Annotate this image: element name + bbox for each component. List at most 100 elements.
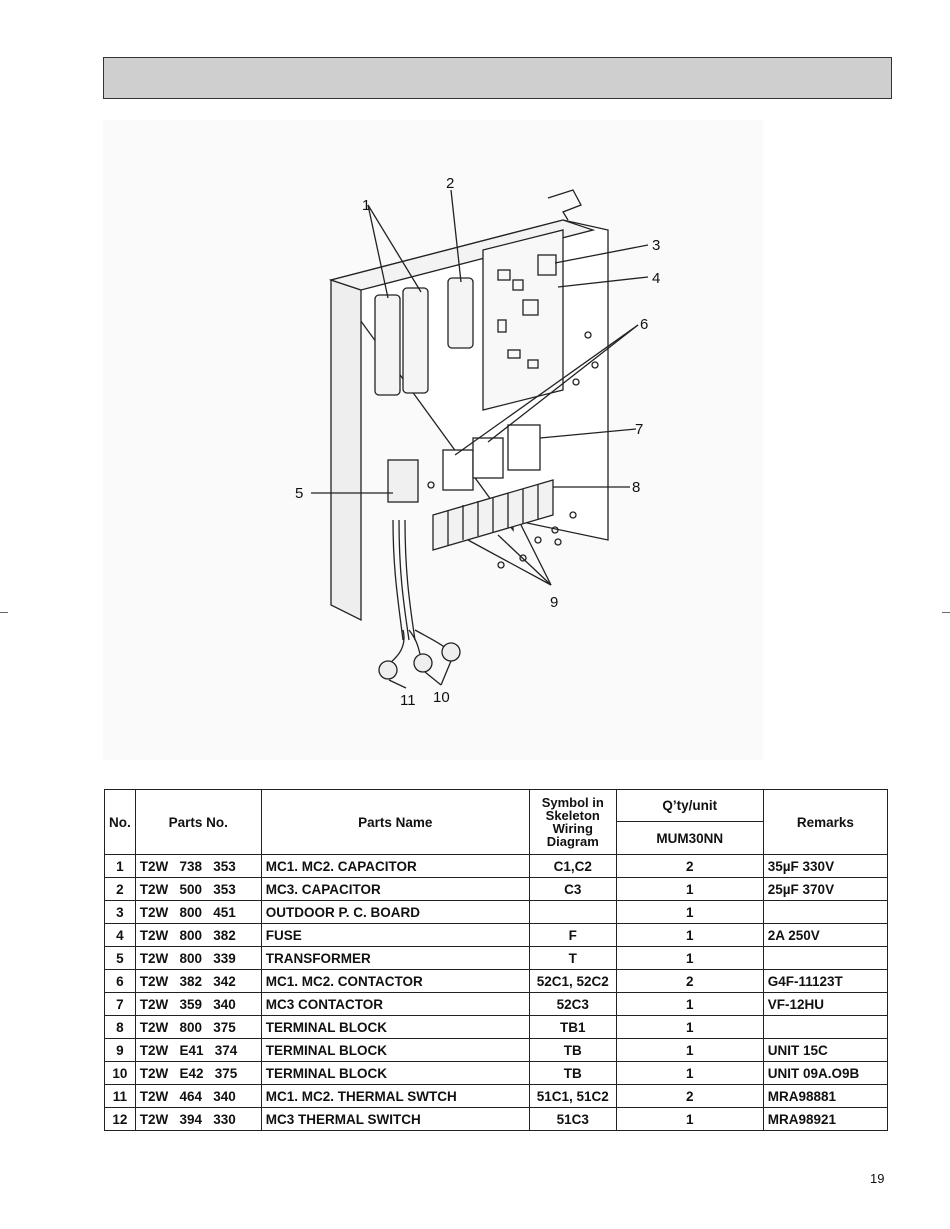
cell-qty: 1 (615, 1107, 764, 1131)
cell-parts-name: OUTDOOR P. C. BOARD (260, 900, 530, 924)
cell-symbol: 52C1, 52C2 (528, 969, 617, 993)
header-qty: Q’ty/unit (615, 789, 764, 822)
cell-parts-no: T2W 359 340 (134, 992, 262, 1016)
callout-7: 7 (635, 421, 643, 438)
exploded-parts-diagram: 1 2 3 4 5 6 7 8 9 10 11 (103, 120, 763, 760)
cell-remarks: 35µF 330V (762, 854, 889, 878)
cell-remarks: UNIT 09A.O9B (762, 1061, 889, 1085)
cell-qty: 2 (615, 854, 764, 878)
cell-symbol: C3 (528, 877, 617, 901)
cell-remarks: UNIT 15C (762, 1038, 889, 1062)
cell-parts-no: T2W E42 375 (134, 1061, 262, 1085)
cell-symbol: TB (528, 1038, 617, 1062)
cell-symbol: F (528, 923, 617, 947)
header-parts-no: Parts No. (134, 789, 262, 855)
cell-parts-name: TRANSFORMER (260, 946, 530, 970)
cell-parts-no: T2W 800 451 (134, 900, 262, 924)
cell-parts-name: TERMINAL BLOCK (260, 1038, 530, 1062)
callout-10: 10 (433, 689, 450, 706)
cell-symbol: TB (528, 1061, 617, 1085)
cell-no: 11 (104, 1084, 136, 1108)
callout-5: 5 (295, 485, 303, 502)
cell-remarks (762, 946, 889, 970)
callout-3: 3 (652, 237, 660, 254)
cell-parts-no: T2W 382 342 (134, 969, 262, 993)
callout-1: 1 (362, 197, 370, 214)
cell-parts-no: T2W 800 382 (134, 923, 262, 947)
cell-parts-name: MC1. MC2. CONTACTOR (260, 969, 530, 993)
cell-parts-name: TERMINAL BLOCK (260, 1061, 530, 1085)
header-symbol-line2: Skeleton (545, 808, 600, 823)
cell-parts-no: T2W 500 353 (134, 877, 262, 901)
cell-no: 1 (104, 854, 136, 878)
cell-symbol: C1,C2 (528, 854, 617, 878)
cell-symbol (528, 900, 617, 924)
cell-qty: 1 (615, 923, 764, 947)
cell-symbol: 51C3 (528, 1107, 617, 1131)
cell-remarks: MRA98921 (762, 1107, 889, 1131)
header-symbol-line3: Wiring (552, 821, 593, 836)
cell-parts-no: T2W 800 339 (134, 946, 262, 970)
header-model: MUM30NN (615, 821, 764, 855)
cell-qty: 2 (615, 969, 764, 993)
cell-remarks: 2A 250V (762, 923, 889, 947)
cell-symbol: 52C3 (528, 992, 617, 1016)
cell-remarks (762, 900, 889, 924)
section-header-bar (103, 57, 892, 99)
cell-no: 7 (104, 992, 136, 1016)
cell-remarks: G4F-11123T (762, 969, 889, 993)
left-margin-mark (0, 612, 8, 613)
cell-no: 3 (104, 900, 136, 924)
cell-parts-no: T2W E41 374 (134, 1038, 262, 1062)
cell-qty: 1 (615, 946, 764, 970)
cell-qty: 1 (615, 1015, 764, 1039)
callout-11: 11 (400, 692, 416, 709)
header-symbol-line1: Symbol in (541, 795, 604, 810)
parts-table: No. Parts No. Parts Name Symbol in Skele… (104, 789, 889, 1131)
callout-6: 6 (640, 316, 648, 333)
cell-parts-no: T2W 738 353 (134, 854, 262, 878)
header-symbol-line4: Diagram (546, 834, 599, 849)
cell-no: 5 (104, 946, 136, 970)
cell-parts-no: T2W 800 375 (134, 1015, 262, 1039)
cell-no: 8 (104, 1015, 136, 1039)
header-parts-name: Parts Name (260, 789, 530, 855)
callout-4: 4 (652, 270, 660, 287)
control-box-illustration: 1 2 3 4 5 6 7 8 9 10 11 (295, 175, 660, 709)
cell-parts-name: MC1. MC2. THERMAL SWTCH (260, 1084, 530, 1108)
header-symbol: Symbol in Skeleton Wiring Diagram (528, 789, 617, 855)
cell-no: 12 (104, 1107, 136, 1131)
right-margin-mark (942, 612, 950, 613)
cell-parts-no: T2W 394 330 (134, 1107, 262, 1131)
callout-8: 8 (632, 479, 640, 496)
cell-remarks: VF-12HU (762, 992, 889, 1016)
cell-symbol: T (528, 946, 617, 970)
cell-qty: 1 (615, 900, 764, 924)
cell-remarks: MRA98881 (762, 1084, 889, 1108)
cell-symbol: TB1 (528, 1015, 617, 1039)
page-number: 19 (870, 1171, 885, 1186)
cell-no: 4 (104, 923, 136, 947)
cell-qty: 1 (615, 877, 764, 901)
cell-no: 6 (104, 969, 136, 993)
header-remarks: Remarks (762, 789, 889, 855)
cell-remarks: 25µF 370V (762, 877, 889, 901)
cell-qty: 1 (615, 1061, 764, 1085)
cell-parts-name: FUSE (260, 923, 530, 947)
cell-no: 2 (104, 877, 136, 901)
callout-9: 9 (550, 594, 558, 611)
cell-parts-name: MC3. CAPACITOR (260, 877, 530, 901)
callout-2: 2 (446, 175, 454, 192)
cell-parts-name: MC3 CONTACTOR (260, 992, 530, 1016)
